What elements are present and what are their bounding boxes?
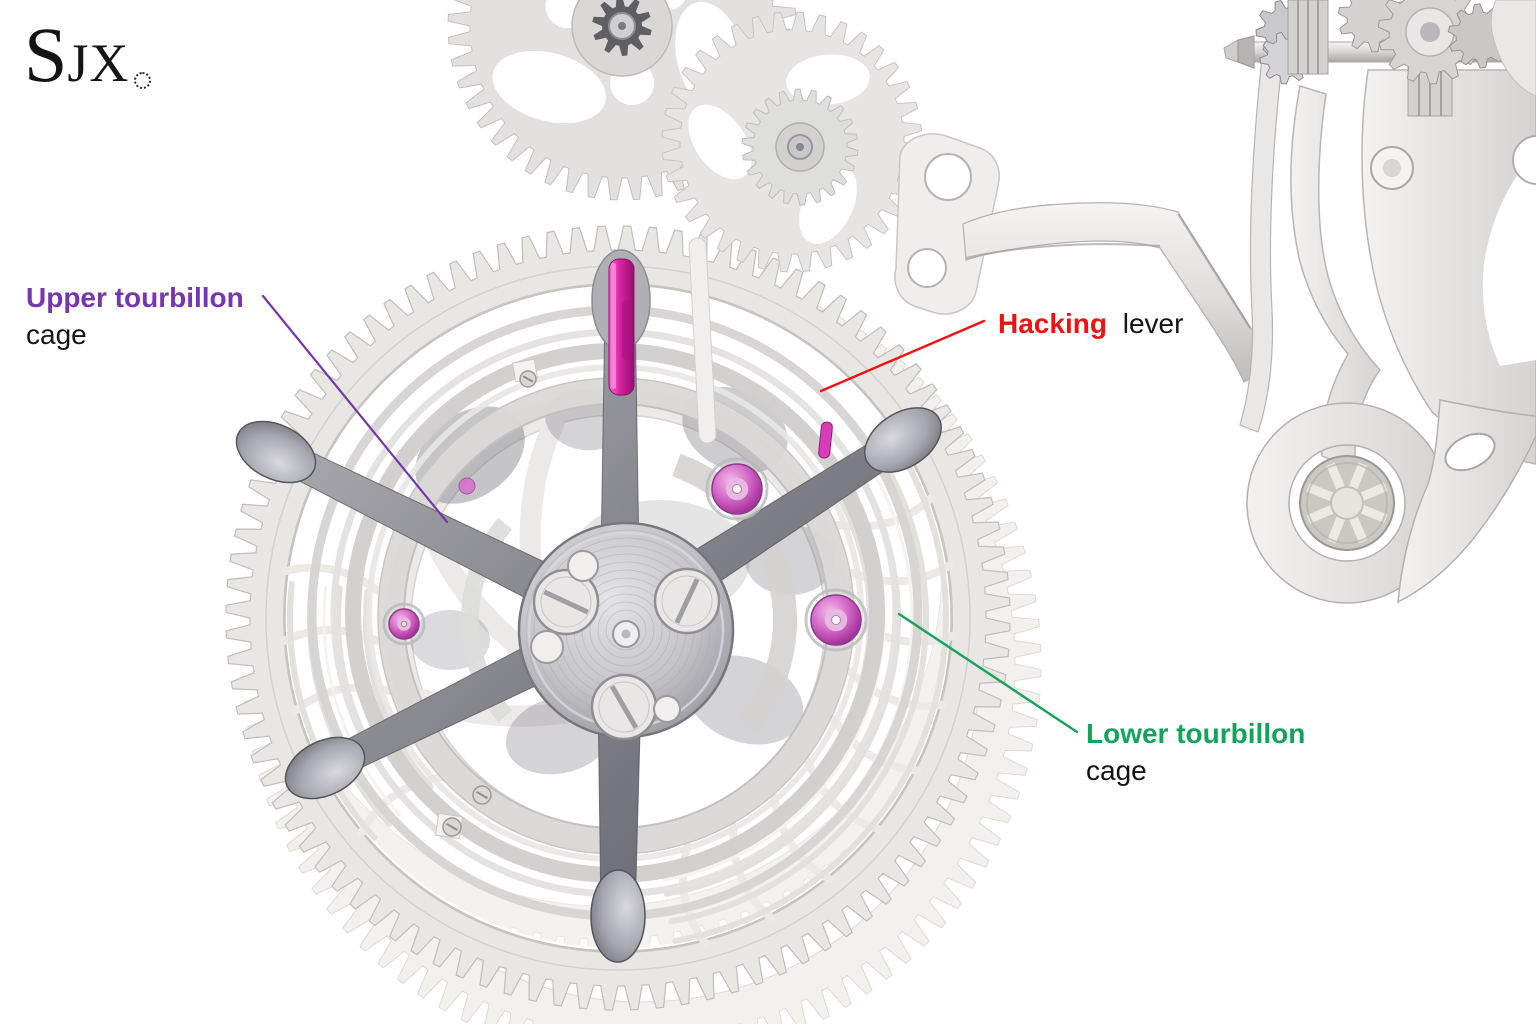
pink-stud [818, 421, 833, 459]
leader-line-upper-cage [261, 294, 449, 524]
label-hacking-rest: lever [1122, 308, 1184, 339]
ring-screws [435, 358, 539, 840]
going-train-wheels [447, 0, 923, 273]
label-upper-tourbillon-cage: Upper tourbillon cage [26, 279, 244, 353]
logo-letter-s: S [24, 11, 68, 98]
leader-lines [261, 294, 1079, 734]
label-lower-rest: cage [1086, 755, 1147, 786]
cage-pillar [688, 237, 717, 444]
spoked-wheel [1299, 455, 1395, 551]
movement-root [225, 0, 1536, 1024]
label-hacking-lever: Hacking lever [998, 305, 1183, 342]
winding-stem [1223, 0, 1536, 117]
cage-hub [517, 521, 735, 741]
logo-ring-icon [134, 72, 152, 89]
pink-jewels [382, 457, 868, 652]
leader-line-hacking-lever [819, 319, 986, 393]
keyless-works-assembly [1223, 0, 1536, 604]
logo-letters-jx: JX [67, 33, 130, 93]
pink-jewel-small-left [458, 477, 476, 495]
label-upper-highlight: Upper tourbillon [26, 282, 244, 313]
sjx-logo: S JX [24, 11, 152, 98]
label-upper-rest: cage [26, 319, 87, 350]
label-hacking-highlight: Hacking [998, 308, 1107, 339]
pink-cage-bar [608, 258, 635, 396]
label-lower-highlight: Lower tourbillon [1086, 718, 1306, 749]
label-lower-tourbillon-cage: Lower tourbillon cage [1086, 715, 1305, 789]
hacking-lever [894, 133, 1271, 383]
leader-line-lower-cage [897, 612, 1079, 734]
